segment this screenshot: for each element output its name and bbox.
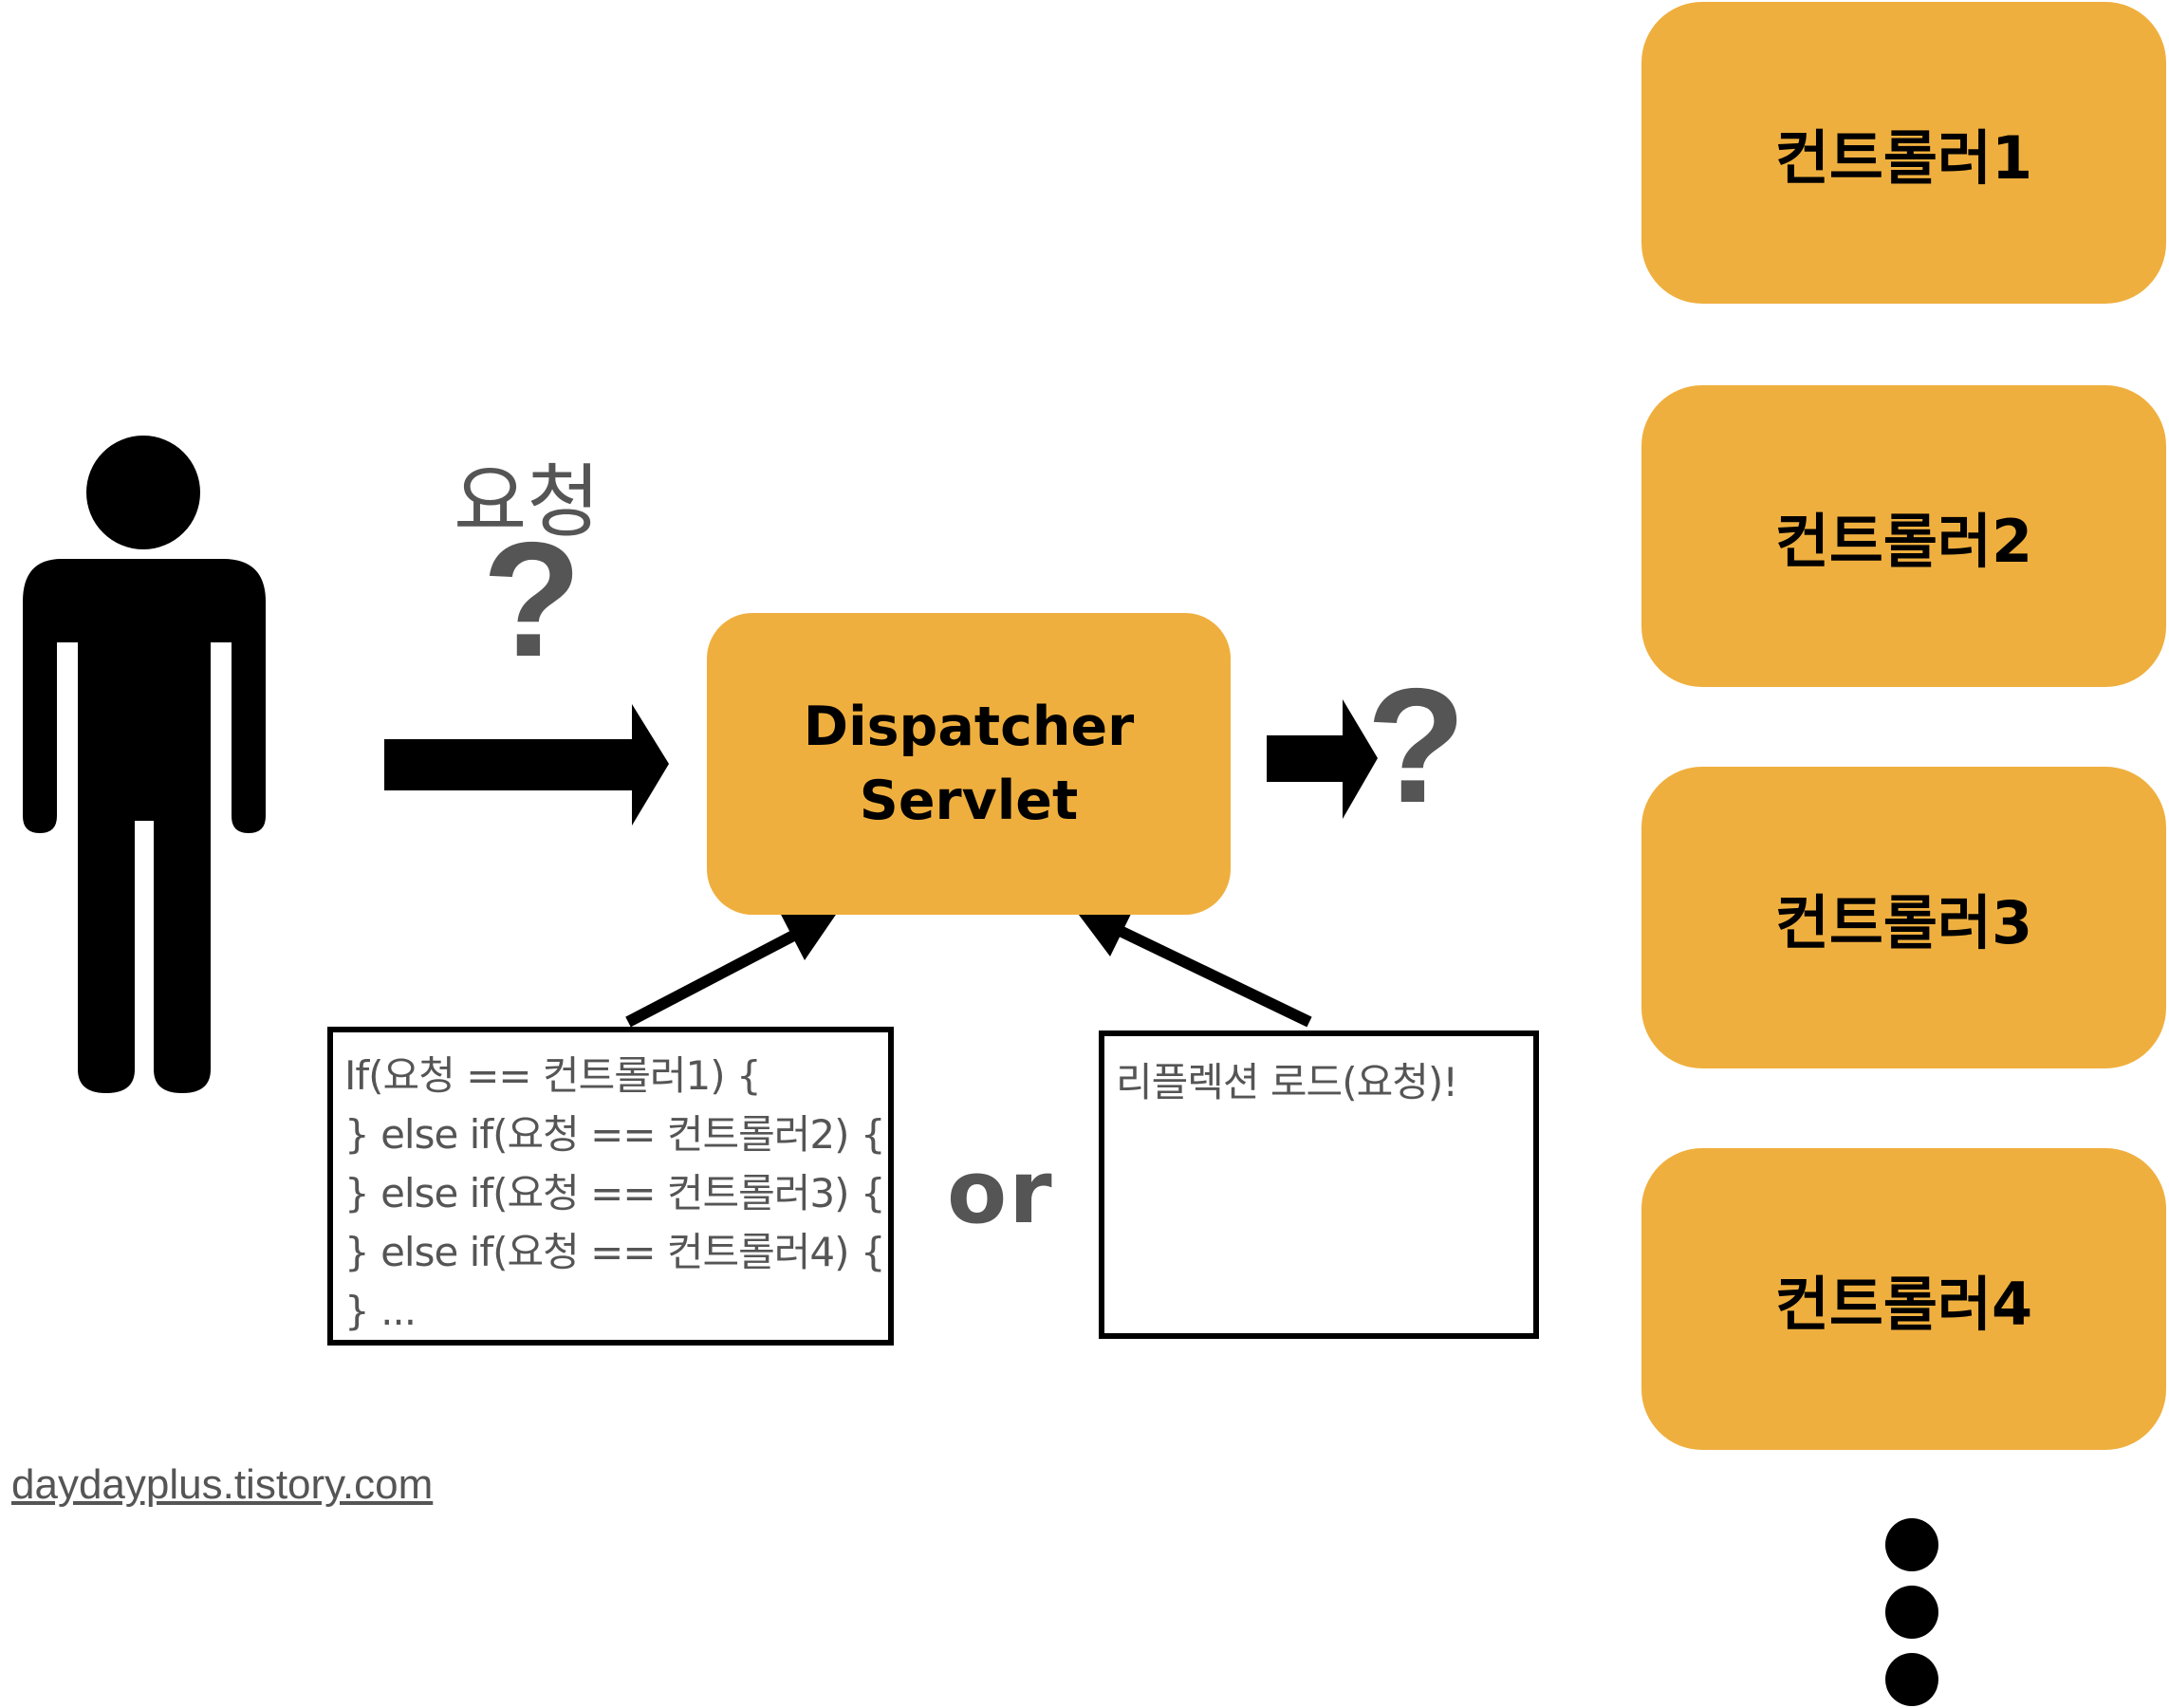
if-else-code-box: If(요청 == 컨트롤러1) { } else if(요청 == 컨트롤러2)…	[327, 1027, 894, 1346]
controller-label: 컨트롤러2	[1774, 507, 2033, 576]
controller-label: 컨트롤러1	[1774, 123, 2033, 193]
controller-box-3: 컨트롤러3	[1641, 767, 2166, 1068]
person-icon	[23, 436, 266, 1093]
controller-box-1: 컨트롤러1	[1641, 2, 2166, 304]
dispatcher-servlet-box: Dispatcher Servlet	[707, 613, 1231, 915]
request-arrow	[384, 704, 669, 826]
dispatcher-label-line2: Servlet	[859, 770, 1079, 832]
code-line: } ...	[344, 1288, 417, 1334]
request-label: 요청	[454, 455, 601, 548]
output-arrow	[1267, 699, 1378, 819]
reflection-text: 리플렉션 로드(요청)!	[1116, 1059, 1458, 1105]
reflection-box-arrow	[1070, 903, 1312, 1028]
code-line: } else if(요청 == 컨트롤러3) {	[344, 1170, 886, 1216]
or-label: or	[947, 1142, 1054, 1243]
code-line: If(요청 == 컨트롤러1) {	[344, 1052, 762, 1099]
controller-label: 컨트롤러3	[1774, 888, 2033, 957]
request-question-mark: ?	[482, 509, 583, 691]
dispatcher-label-line1: Dispatcher	[803, 696, 1135, 758]
vertical-ellipsis-icon	[1885, 1518, 1938, 1706]
code-line: } else if(요청 == 컨트롤러4) {	[344, 1229, 886, 1275]
code-line: } else if(요청 == 컨트롤러2) {	[344, 1111, 886, 1158]
controller-box-4: 컨트롤러4	[1641, 1148, 2166, 1450]
controller-box-2: 컨트롤러2	[1641, 385, 2166, 687]
watermark-link[interactable]: daydayplus.tistory.com	[11, 1461, 434, 1508]
output-question-mark: ?	[1366, 655, 1467, 837]
controller-label: 컨트롤러4	[1774, 1270, 2033, 1339]
if-box-arrow	[625, 909, 840, 1028]
reflection-box: 리플렉션 로드(요청)!	[1099, 1030, 1539, 1339]
